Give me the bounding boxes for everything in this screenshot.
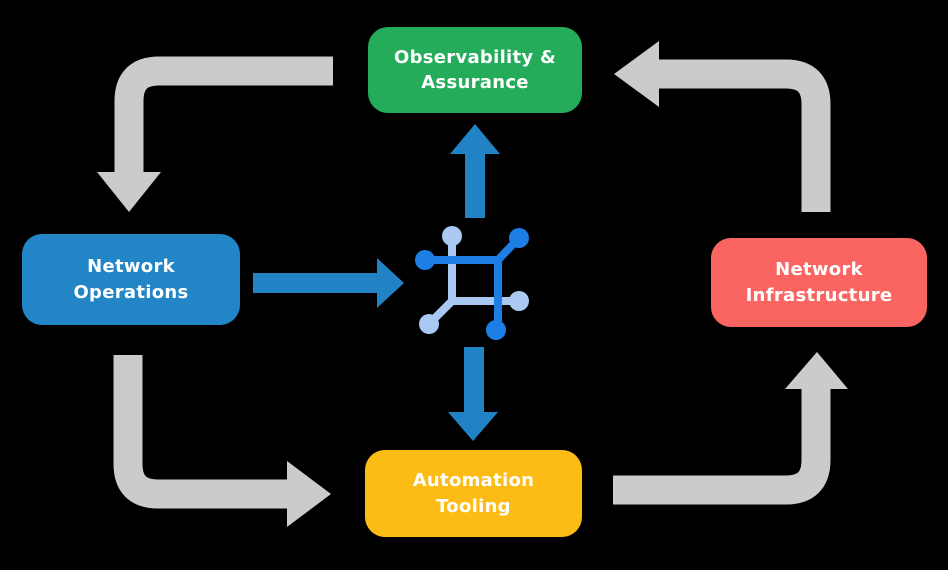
arrow-center-to-observability xyxy=(450,124,500,218)
node-network-infrastructure: Network Infrastructure xyxy=(711,238,927,327)
arrow-observability-to-operations xyxy=(97,56,333,212)
node-label-line: Automation xyxy=(412,470,535,492)
arrow-infrastructure-to-observability xyxy=(614,41,831,212)
arrow-tooling-to-infrastructure xyxy=(613,352,848,505)
node-network-operations: Network Operations xyxy=(22,234,240,325)
node-label-line: Observability & xyxy=(393,46,557,68)
node-label-line: Tooling xyxy=(436,495,511,517)
node-label-line: Network xyxy=(87,256,175,278)
arrow-operations-to-tooling xyxy=(113,355,331,527)
node-automation-tooling: Automation Tooling xyxy=(365,450,582,537)
arrow-center-to-tooling xyxy=(448,347,498,441)
network-platform-icon xyxy=(415,226,529,340)
node-label-line: Infrastructure xyxy=(745,284,893,306)
node-label-line: Assurance xyxy=(421,72,529,93)
node-label-line: Network xyxy=(775,259,863,281)
node-label-line: Operations xyxy=(73,281,189,303)
arrow-operations-to-center xyxy=(253,258,404,308)
node-observability-assurance: Observability & Assurance xyxy=(368,27,582,113)
